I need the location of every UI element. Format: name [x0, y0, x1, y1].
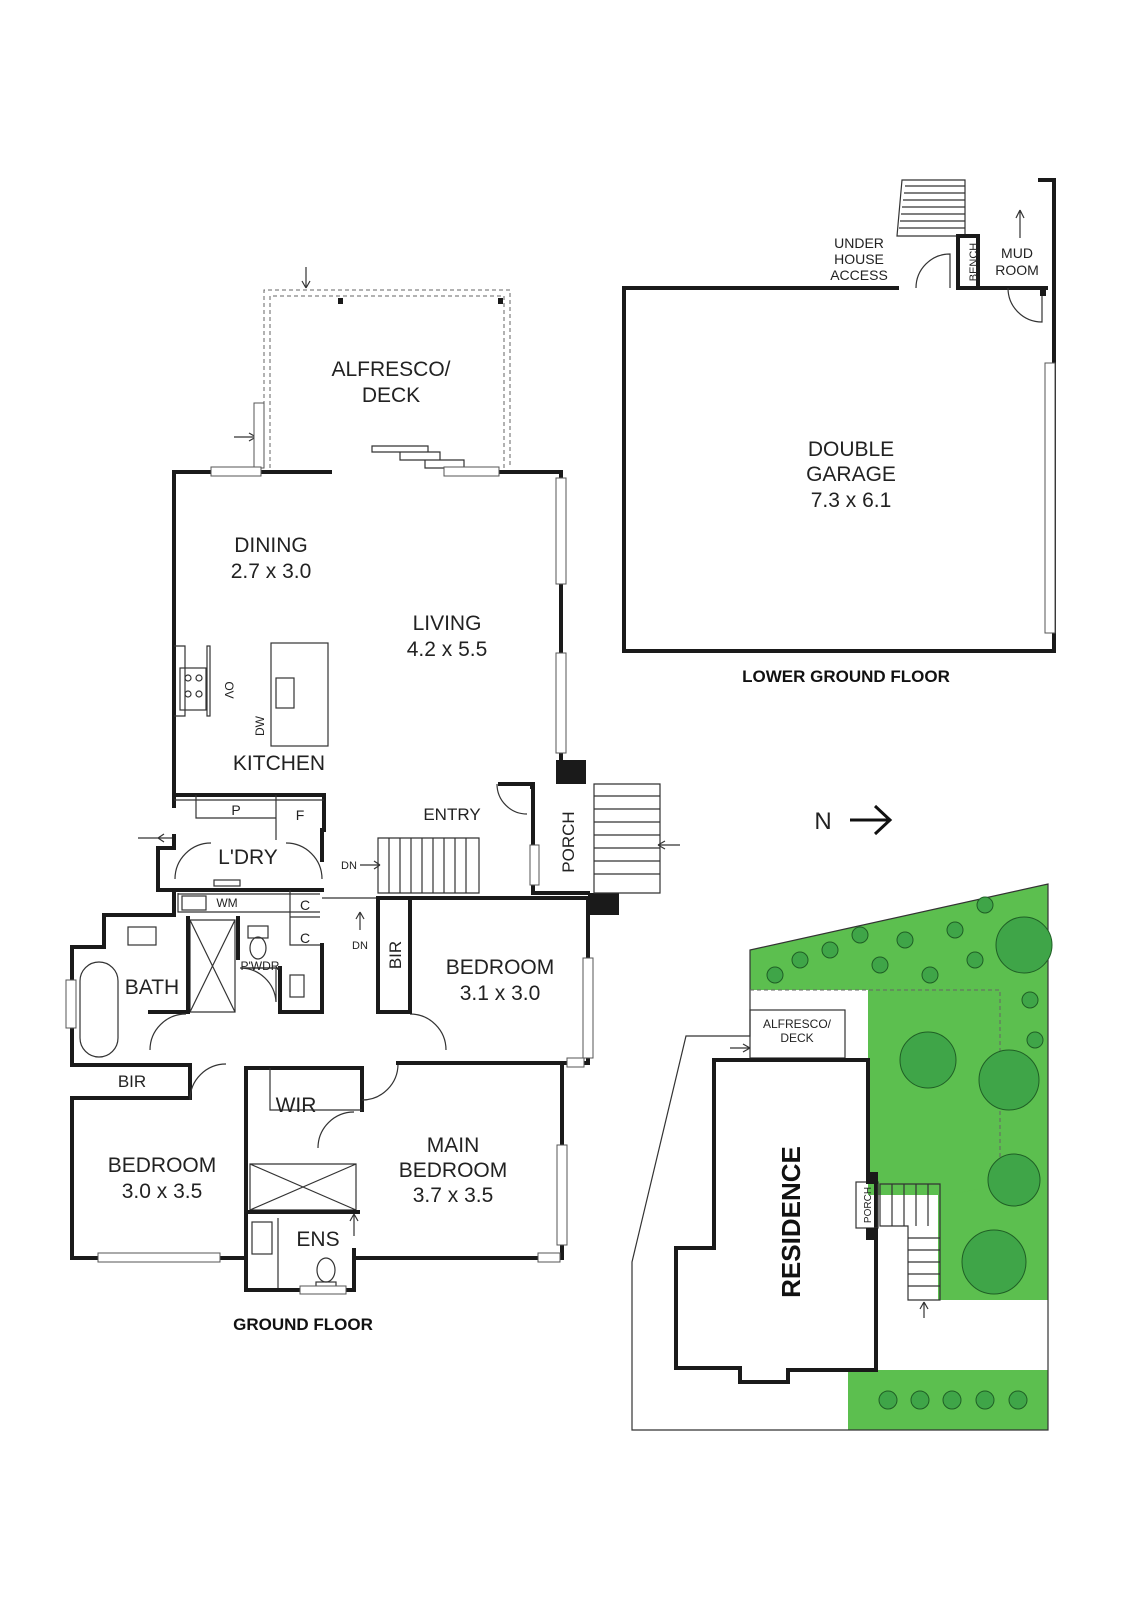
dishwasher-label: DW	[253, 715, 267, 736]
living-size: 4.2 x 5.5	[407, 638, 488, 661]
bench-label: BENCH	[968, 243, 980, 282]
mud-room-label-2: ROOM	[995, 262, 1039, 278]
site-alfresco-label-2: DECK	[780, 1031, 813, 1045]
main-bedroom-size: 3.7 x 3.5	[413, 1184, 494, 1207]
bedroom2-label: BEDROOM	[446, 956, 555, 979]
kitchen-label: KITCHEN	[233, 752, 325, 775]
powder-label: P'WDR	[241, 959, 280, 973]
alfresco-label-1: ALFRESCO/	[331, 358, 450, 381]
ensuite-label: ENS	[296, 1228, 339, 1251]
fridge-label: F	[296, 807, 305, 823]
laundry-label: L'DRY	[218, 846, 278, 869]
oven-label: OV	[222, 681, 236, 698]
site-alfresco-label-1: ALFRESCO/	[763, 1017, 832, 1031]
north-label: N	[814, 808, 831, 835]
main-bedroom-label-1: MAIN	[427, 1134, 480, 1157]
porch-label: PORCH	[559, 811, 578, 872]
alfresco-label-2: DECK	[362, 384, 420, 407]
bedroom3-label: BEDROOM	[108, 1154, 217, 1177]
cupboard-label-1: C	[300, 897, 310, 913]
garage-size: 7.3 x 6.1	[811, 489, 892, 512]
bedroom2-size: 3.1 x 3.0	[460, 982, 541, 1005]
pantry-label: P	[231, 802, 240, 818]
bir-right-label: BIR	[386, 941, 405, 969]
entry-label: ENTRY	[423, 805, 480, 824]
garage-label-2: GARAGE	[806, 463, 896, 486]
site-porch-label: PORCH	[863, 1187, 874, 1223]
tree-canopy	[766, 896, 1053, 1410]
under-house-access-label-3: ACCESS	[830, 267, 888, 283]
washing-machine-label: WM	[216, 896, 237, 910]
arrow-right-icon	[850, 804, 893, 836]
stairs-down-label-1: DN	[341, 860, 357, 872]
bath-label: BATH	[125, 976, 179, 999]
bedroom3-size: 3.0 x 3.5	[122, 1180, 203, 1203]
ground-floor-title: GROUND FLOOR	[233, 1315, 373, 1334]
ground-floor: OV DW P F PORCH DN DN WM C	[65, 267, 680, 1334]
compass: N	[814, 804, 893, 836]
living-label: LIVING	[413, 612, 482, 635]
cupboard-label-2: C	[300, 930, 310, 946]
main-bedroom-label-2: BEDROOM	[399, 1159, 508, 1182]
under-house-access-label-2: HOUSE	[834, 251, 884, 267]
site-plan: ALFRESCO/ DECK PORCH RESIDENCE	[631, 883, 1053, 1431]
lower-ground-floor-title: LOWER GROUND FLOOR	[742, 667, 950, 686]
mud-room-label-1: MUD	[1001, 245, 1033, 261]
bir-left-label: BIR	[118, 1072, 146, 1091]
lower-ground-floor: UNDER HOUSE ACCESS BENCH MUD ROOM DOUBLE…	[622, 178, 1056, 686]
stairs-down-label-2: DN	[352, 940, 368, 952]
garage-label-1: DOUBLE	[808, 438, 894, 461]
dining-label: DINING	[234, 534, 308, 557]
wir-label: WIR	[276, 1094, 317, 1117]
residence-label: RESIDENCE	[776, 1146, 806, 1298]
dining-size: 2.7 x 3.0	[231, 560, 312, 583]
under-house-access-label-1: UNDER	[834, 235, 884, 251]
